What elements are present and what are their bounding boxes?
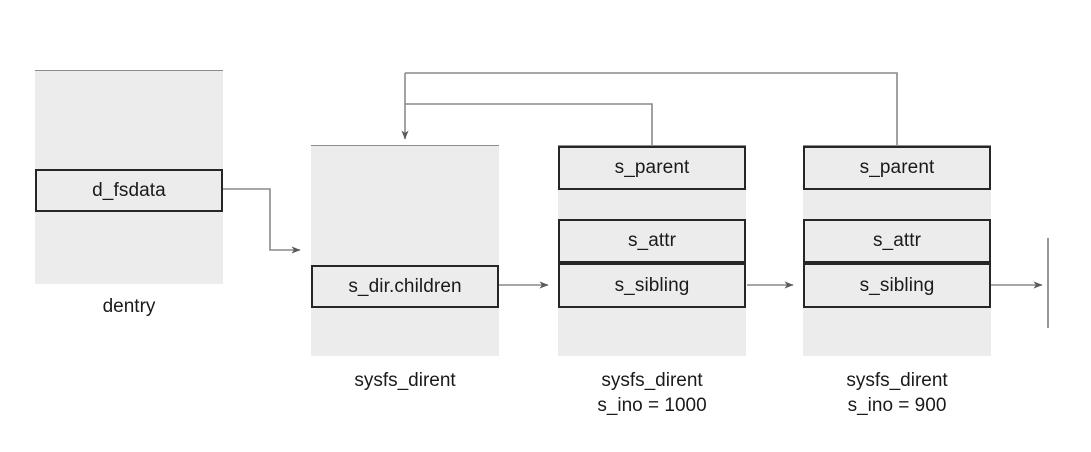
dirent-parent-row-top — [311, 146, 499, 265]
struct-box-dentry: d_fsdata — [35, 70, 223, 284]
caption-sysfs-dirent-1000: sysfs_dirent s_ino = 1000 — [597, 370, 707, 416]
struct-box-sysfs-dirent-parent: s_dir.children — [311, 145, 499, 356]
struct-box-sysfs-dirent-900: s_parent s_attr s_sibling — [803, 145, 991, 356]
connector-d-fsdata-to-dirent — [223, 188, 301, 254]
dirent-1000-row-bottom — [558, 308, 746, 356]
connector-parent-900-to-dirent — [405, 72, 898, 145]
dirent-parent-row-bottom — [311, 308, 499, 356]
caption-sysfs-dirent-parent: sysfs_dirent — [354, 370, 456, 391]
dirent-1000-row-s-parent[interactable]: s_parent — [558, 146, 746, 190]
connector-parent-1000-to-dirent — [405, 103, 653, 145]
caption-dentry: dentry — [102, 296, 156, 317]
dirent-900-row-s-parent[interactable]: s_parent — [803, 146, 991, 190]
struct-box-sysfs-dirent-1000: s_parent s_attr s_sibling — [558, 145, 746, 356]
dirent-900-row-s-attr[interactable]: s_attr — [803, 219, 991, 263]
dentry-row-d-fsdata[interactable]: d_fsdata — [35, 169, 223, 212]
dirent-900-row-gap — [803, 190, 991, 219]
dentry-row-top — [35, 71, 223, 169]
dentry-row-bottom — [35, 212, 223, 284]
caption-sysfs-dirent-900: sysfs_dirent s_ino = 900 — [846, 370, 948, 416]
dirent-900-row-s-sibling[interactable]: s_sibling — [803, 263, 991, 308]
dirent-1000-row-s-sibling[interactable]: s_sibling — [558, 263, 746, 308]
dirent-1000-row-s-attr[interactable]: s_attr — [558, 219, 746, 263]
dirent-1000-row-gap — [558, 190, 746, 219]
dirent-parent-row-s-dir-children[interactable]: s_dir.children — [311, 265, 499, 308]
dirent-900-row-bottom — [803, 308, 991, 356]
